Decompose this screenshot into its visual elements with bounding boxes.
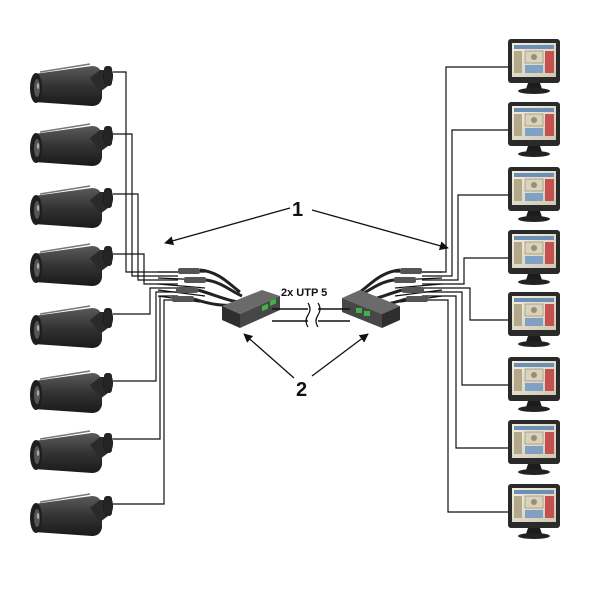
monitor-icon bbox=[508, 102, 560, 157]
callout-1-label: 1 bbox=[292, 199, 303, 221]
monitor-wire bbox=[422, 295, 508, 449]
camera-wire bbox=[113, 71, 178, 273]
monitor-icon bbox=[508, 167, 560, 222]
monitor-column bbox=[508, 39, 560, 539]
camera-icon bbox=[30, 243, 113, 286]
camera-icon bbox=[30, 185, 113, 228]
camera-icon bbox=[30, 305, 113, 348]
callout-1-arrows bbox=[164, 207, 449, 251]
monitor-icon bbox=[508, 39, 560, 94]
camera-column bbox=[30, 63, 113, 536]
camera-icon bbox=[30, 370, 113, 413]
camera-wire bbox=[113, 193, 178, 281]
callout-2-arrows bbox=[243, 333, 369, 379]
camera-wire bbox=[113, 295, 178, 440]
camera-wire bbox=[113, 133, 178, 277]
monitor-wire bbox=[422, 291, 508, 386]
monitor-wire bbox=[422, 257, 508, 285]
camera-icon bbox=[30, 63, 113, 106]
utp-cables bbox=[272, 302, 350, 328]
monitor-icon bbox=[508, 357, 560, 412]
monitor-wire bbox=[422, 287, 508, 321]
monitor-icon bbox=[508, 292, 560, 347]
monitor-wires bbox=[422, 66, 508, 513]
monitor-wire bbox=[422, 129, 508, 277]
cable-label: 2x UTP 5 bbox=[281, 287, 327, 299]
monitor-wire bbox=[422, 66, 508, 273]
callout-2-label: 2 bbox=[296, 379, 307, 401]
camera-wire bbox=[113, 299, 178, 505]
monitor-icon bbox=[508, 230, 560, 285]
monitor-icon bbox=[508, 484, 560, 539]
camera-wire bbox=[113, 291, 178, 382]
monitor-wire bbox=[422, 194, 508, 281]
camera-icon bbox=[30, 493, 113, 536]
camera-icon bbox=[30, 123, 113, 166]
left-bnc-connectors bbox=[157, 268, 243, 307]
camera-wire bbox=[113, 287, 178, 315]
monitor-icon bbox=[508, 420, 560, 475]
right-transceiver bbox=[342, 290, 400, 328]
left-transceiver bbox=[222, 290, 280, 328]
monitor-wire bbox=[422, 299, 508, 513]
camera-icon bbox=[30, 430, 113, 473]
camera-wires bbox=[113, 71, 178, 505]
right-bnc-connectors bbox=[357, 268, 443, 307]
